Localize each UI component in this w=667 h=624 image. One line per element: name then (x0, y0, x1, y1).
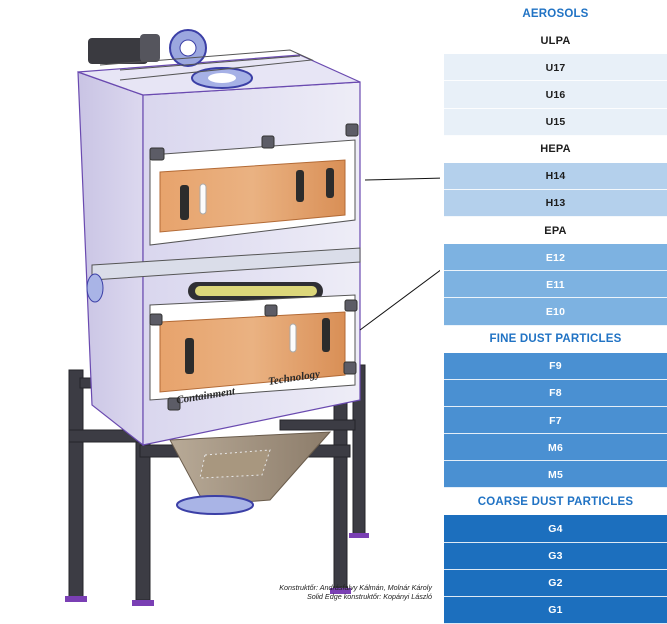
side-flange (86, 273, 104, 303)
discharge-flange (176, 495, 254, 515)
row-separator (444, 378, 667, 380)
row-separator (444, 297, 667, 299)
row-separator (444, 216, 667, 218)
row-label: H13 (545, 197, 566, 210)
filter-grade-e11: E11 (444, 271, 667, 299)
row-separator (444, 188, 667, 190)
inspection-window (188, 282, 323, 300)
category-header-coarse-dust-particles: COARSE DUST PARTICLES (444, 488, 667, 516)
row-separator (444, 134, 667, 136)
row-separator (444, 80, 667, 82)
row-separator (444, 595, 667, 597)
filter-housing-illustration (65, 29, 440, 606)
filter-grade-e12: E12 (444, 244, 667, 272)
filter-grade-u15: U15 (444, 108, 667, 136)
filter-class-hepa: HEPA (444, 135, 667, 163)
filter-grade-u16: U16 (444, 81, 667, 109)
row-label: F9 (549, 360, 562, 373)
row-label: G3 (548, 550, 563, 563)
filter-class-ulpa: ULPA (444, 27, 667, 55)
clamp-handles (149, 123, 359, 411)
stand-feet (65, 533, 369, 606)
filter-grade-f7: F7 (444, 406, 667, 435)
row-label: E11 (546, 278, 565, 291)
row-label: U16 (545, 88, 566, 101)
category-header-fine-dust-particles: FINE DUST PARTICLES (444, 325, 667, 353)
row-label: FINE DUST PARTICLES (489, 333, 622, 346)
filter-grade-g4: G4 (444, 515, 667, 543)
row-label: H14 (545, 170, 566, 183)
top-cable-tray (99, 49, 314, 81)
row-label: G1 (548, 604, 563, 617)
row-label: E12 (545, 251, 566, 264)
row-label: G4 (548, 523, 563, 536)
row-separator (444, 324, 667, 326)
filter-grade-m5: M5 (444, 461, 667, 489)
row-separator (444, 568, 667, 570)
row-label: U17 (545, 61, 566, 74)
row-label: E10 (545, 305, 566, 318)
row-label: ULPA (540, 34, 571, 47)
filter-grade-g2: G2 (444, 569, 667, 597)
row-label: G2 (548, 577, 563, 590)
row-label: F8 (549, 387, 562, 400)
row-label: F7 (549, 414, 562, 427)
pointer-line-h14 (364, 177, 440, 181)
filter-grade-f8: F8 (444, 379, 667, 407)
filter-grade-e10: E10 (444, 298, 667, 326)
row-label: AEROSOLS (522, 7, 589, 20)
row-label: EPA (544, 224, 567, 237)
filter-grade-u17: U17 (444, 54, 667, 82)
row-label: U15 (545, 116, 566, 129)
cabinet-side (77, 71, 144, 447)
row-separator (444, 433, 667, 435)
row-separator (444, 541, 667, 543)
credits-line-designers: Konstruktőr: Andrásfalvy Kálmán, Molnár … (279, 583, 432, 592)
row-label: COARSE DUST PARTICLES (477, 495, 634, 508)
row-separator (444, 487, 667, 489)
designer-credits: Konstruktőr: Andrásfalvy Kálmán, Molnár … (222, 583, 432, 601)
row-separator (444, 405, 667, 407)
row-label: M6 (548, 441, 563, 454)
row-separator (444, 107, 667, 109)
filter-grade-h14: H14 (444, 162, 667, 190)
credits-line-cad: Solid Edge konstruktőr: Kopányi László (306, 592, 432, 601)
pointer-line-h13 (359, 269, 440, 331)
filter-grade-m6: M6 (444, 434, 667, 462)
filter-grade-f9: F9 (444, 352, 667, 380)
filter-grade-g3: G3 (444, 542, 667, 570)
row-separator (444, 460, 667, 462)
filter-grade-g1: G1 (444, 596, 667, 624)
upper-filter-cartridge (149, 139, 356, 246)
row-separator (444, 622, 667, 624)
row-separator (444, 270, 667, 272)
row-label: HEPA (540, 143, 571, 156)
lower-filter-cartridge (149, 294, 356, 401)
row-label: M5 (548, 468, 563, 481)
filter-grade-h13: H13 (444, 189, 667, 218)
filter-class-epa: EPA (444, 217, 667, 245)
category-header-aerosols: AEROSOLS (444, 0, 667, 28)
